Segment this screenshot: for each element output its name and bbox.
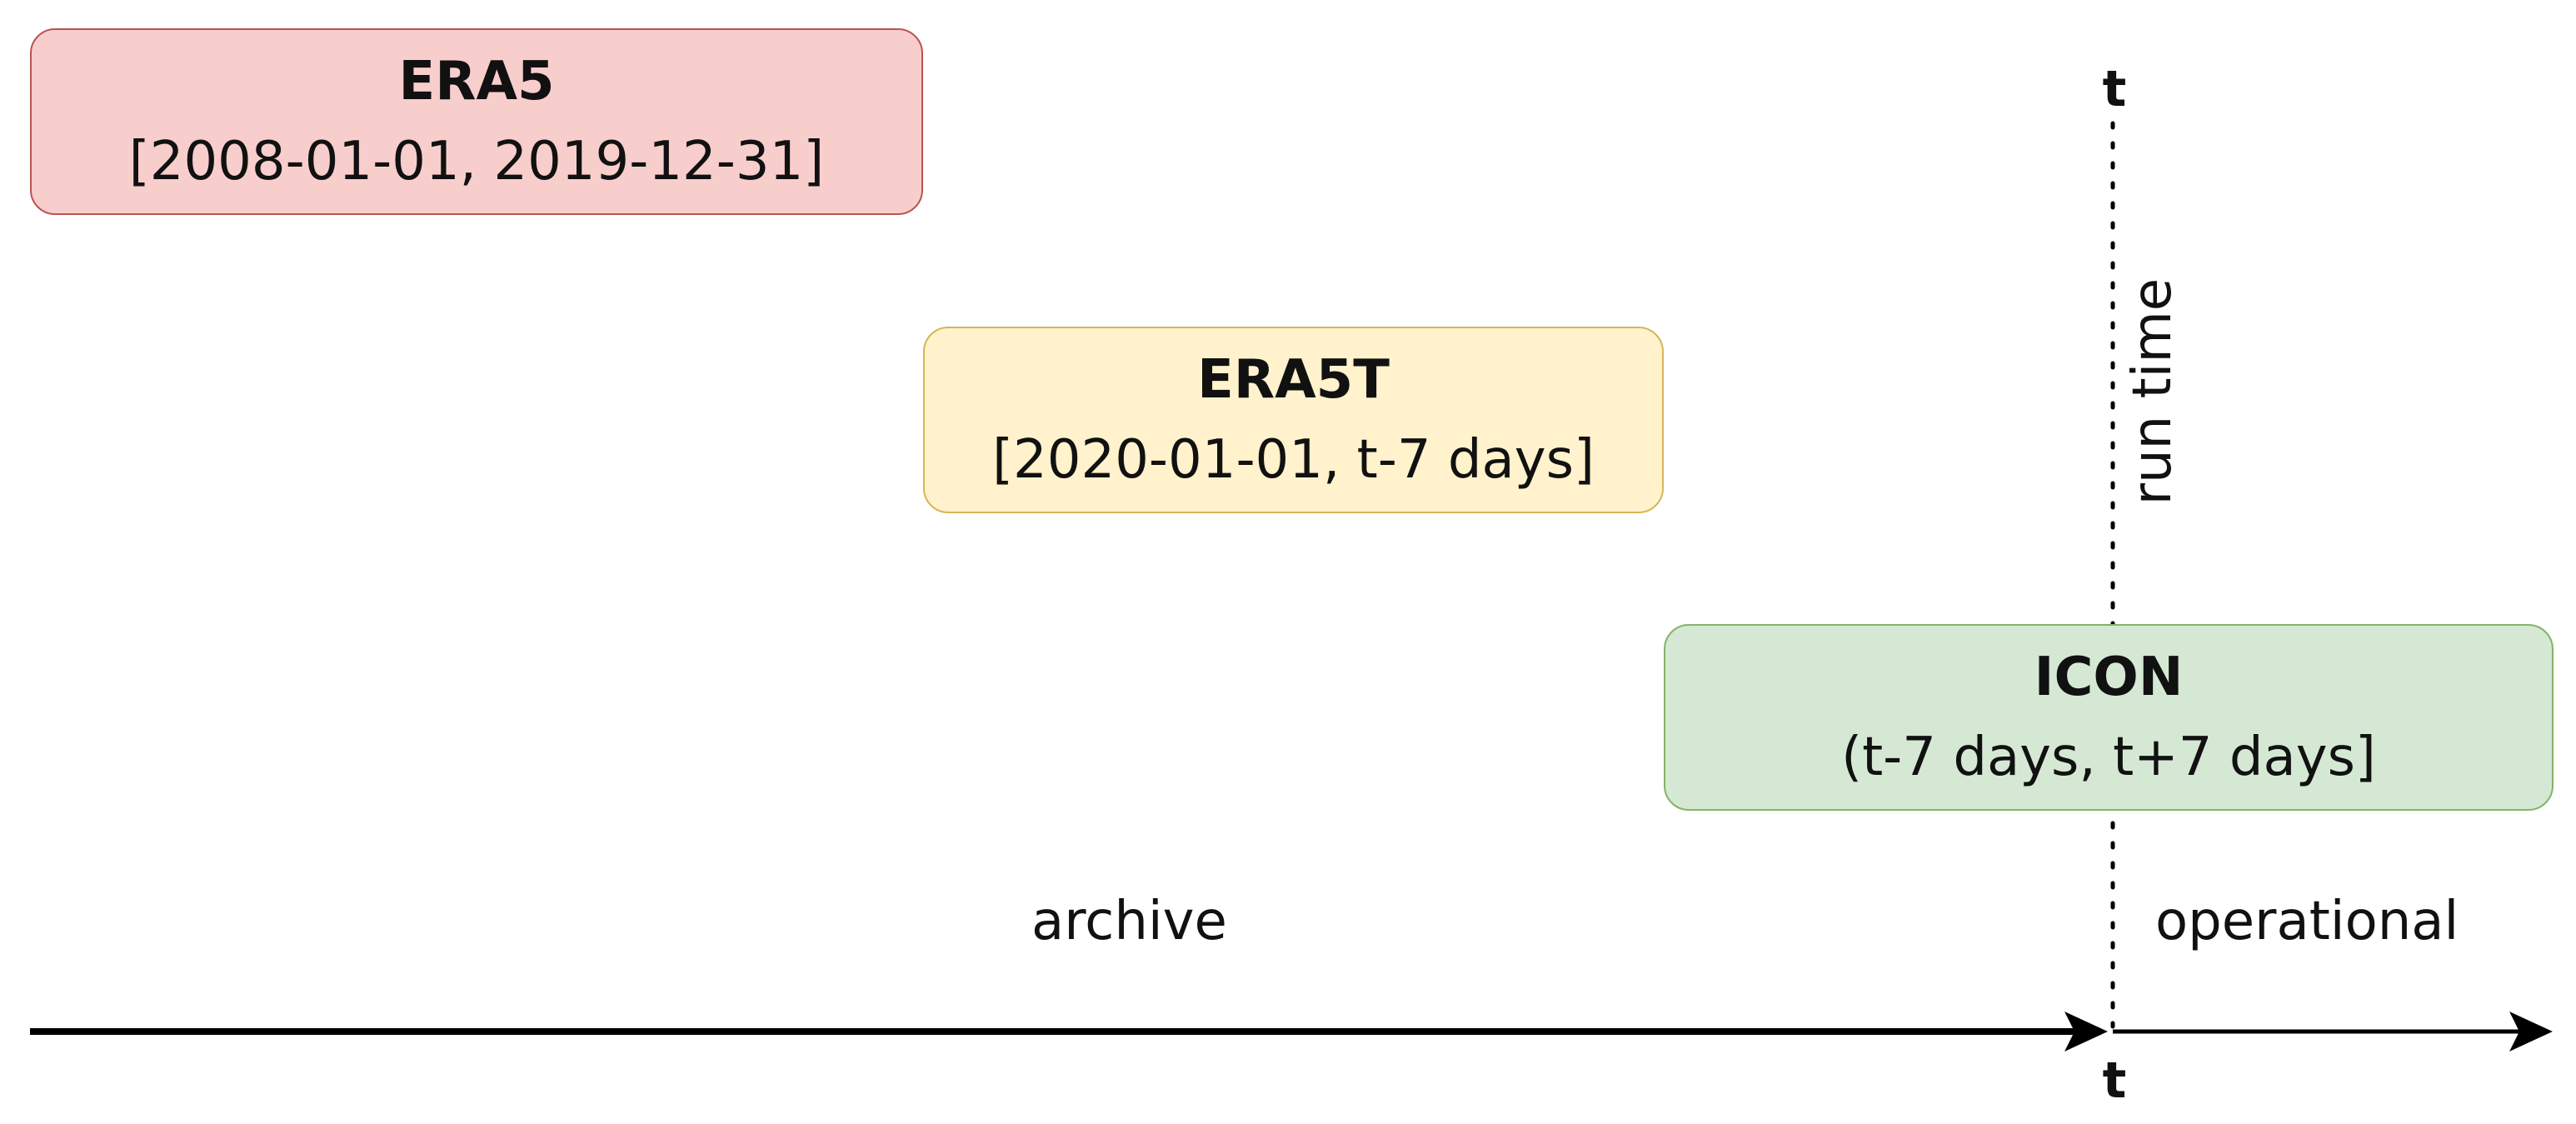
era5t-title: ERA5T [1197,349,1390,411]
era5-title: ERA5 [398,51,555,112]
operational-label: operational [2155,891,2459,952]
icon-title: ICON [2034,647,2184,708]
era5t-range: [2020-01-01, t-7 days] [992,429,1595,491]
operational-arrowhead [2509,1012,2553,1052]
run-time-t-label-top: t [2102,60,2127,118]
archive-label: archive [1031,891,1227,952]
icon-box: ICON (t-7 days, t+7 days] [1664,624,2554,811]
icon-range: (t-7 days, t+7 days] [1841,727,2376,788]
era5-range: [2008-01-01, 2019-12-31] [128,131,825,192]
era5-box: ERA5 [2008-01-01, 2019-12-31] [30,28,923,215]
timeline-t-label-bottom: t [2102,1052,2127,1110]
era5t-box: ERA5T [2020-01-01, t-7 days] [923,327,1664,513]
run-time-label: run time [2122,277,2184,506]
archive-arrowhead [2064,1012,2108,1052]
